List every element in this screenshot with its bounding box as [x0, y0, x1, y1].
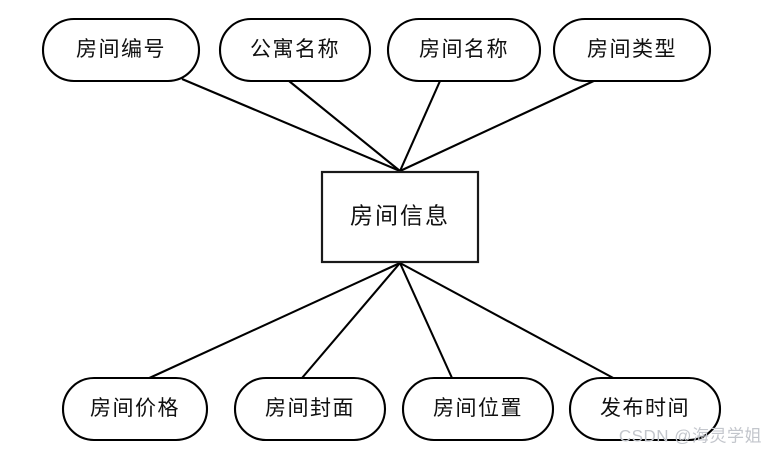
- link-apartment-name: [288, 80, 401, 172]
- attribute-label-room-cover: 房间封面: [265, 396, 355, 420]
- attribute-label-apartment-name: 公寓名称: [250, 37, 340, 61]
- connector-lines-top: [181, 78, 599, 172]
- attribute-ellipse-publish-time: [568, 376, 722, 442]
- entity-node-room-info[interactable]: 房间信息: [320, 170, 480, 264]
- attribute-node-room-name[interactable]: 房间名称: [386, 17, 542, 83]
- attribute-node-room-location[interactable]: 房间位置: [401, 376, 555, 442]
- attribute-node-apartment-name[interactable]: 公寓名称: [218, 17, 372, 83]
- link-room-name: [399, 80, 441, 172]
- attribute-label-room-name: 房间名称: [419, 37, 509, 61]
- attribute-ellipse-room-number: [41, 17, 201, 83]
- link-room-cover: [301, 262, 401, 379]
- connector-lines-bottom: [144, 262, 618, 381]
- attribute-ellipse-room-name: [386, 17, 542, 83]
- link-publish-time: [399, 262, 618, 381]
- attribute-node-publish-time[interactable]: 发布时间: [568, 376, 722, 442]
- link-room-price: [144, 262, 401, 381]
- attribute-label-room-price: 房间价格: [90, 396, 180, 420]
- attribute-label-publish-time: 发布时间: [600, 396, 690, 420]
- link-room-type: [399, 78, 599, 172]
- attribute-label-room-number: 房间编号: [76, 37, 166, 61]
- attribute-label-room-location: 房间位置: [433, 396, 523, 420]
- entity-rectangle-room-info: [320, 170, 480, 264]
- attribute-node-room-number[interactable]: 房间编号: [41, 17, 201, 83]
- attribute-label-room-type: 房间类型: [587, 37, 677, 61]
- attribute-ellipse-apartment-name: [218, 17, 372, 83]
- attribute-ellipse-room-type: [552, 17, 712, 83]
- attribute-node-room-type[interactable]: 房间类型: [552, 17, 712, 83]
- link-room-number: [181, 78, 401, 172]
- entity-label-room-info: 房间信息: [350, 203, 450, 228]
- attribute-node-room-cover[interactable]: 房间封面: [233, 376, 387, 442]
- attribute-ellipse-room-cover: [233, 376, 387, 442]
- attribute-ellipse-room-price: [61, 376, 209, 442]
- link-room-location: [399, 262, 453, 379]
- csdn-watermark: CSDN @海灵学姐: [619, 426, 762, 445]
- attribute-node-room-price[interactable]: 房间价格: [61, 376, 209, 442]
- attribute-ellipse-room-location: [401, 376, 555, 442]
